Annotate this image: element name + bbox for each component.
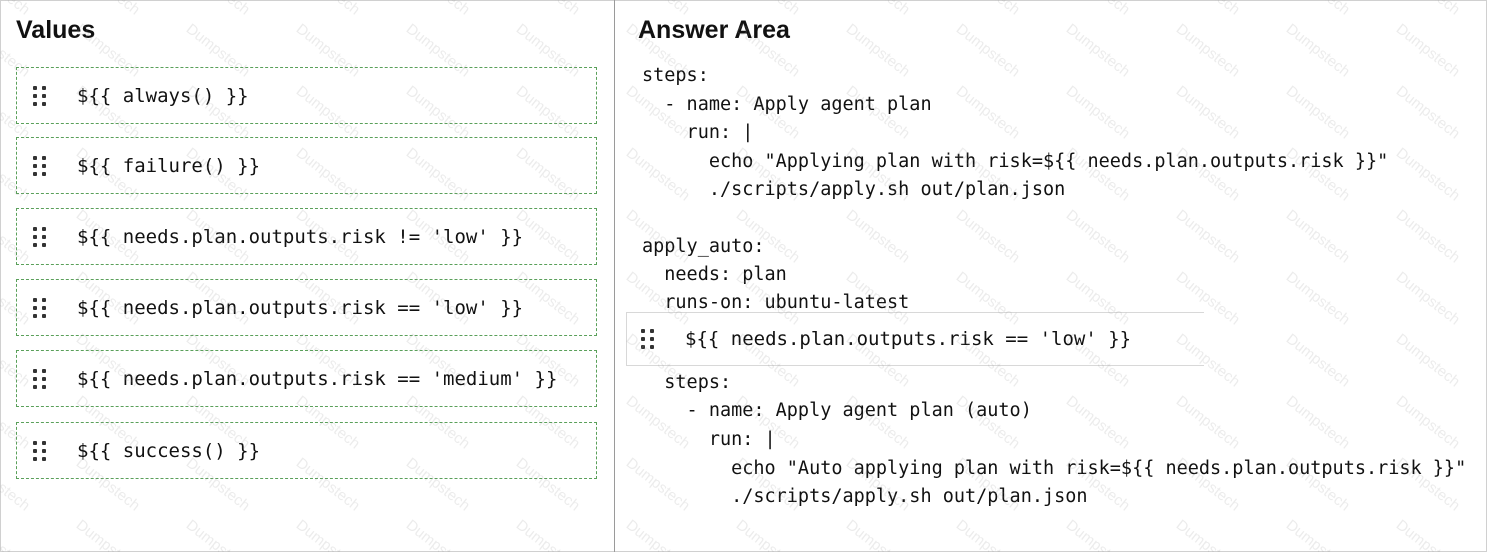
code-line: steps: <box>642 372 732 393</box>
code-line: run: | <box>642 429 776 450</box>
dropped-value-text: ${{ needs.plan.outputs.risk == 'low' }} <box>685 328 1132 350</box>
code-line: echo "Auto applying plan with risk=${{ n… <box>642 458 1467 479</box>
answer-drop-slot[interactable]: ${{ needs.plan.outputs.risk == 'low' }} <box>626 312 1204 366</box>
code-line: apply_auto: <box>642 236 765 257</box>
drag-handle-icon[interactable] <box>33 155 47 176</box>
answer-title: Answer Area <box>638 16 790 44</box>
value-risk-medium[interactable]: ${{ needs.plan.outputs.risk == 'medium' … <box>16 350 597 407</box>
drag-handle-icon[interactable] <box>33 85 47 106</box>
code-line: - name: Apply agent plan <box>642 94 932 115</box>
code-line: ./scripts/apply.sh out/plan.json <box>642 179 1066 200</box>
values-title: Values <box>16 16 96 44</box>
drag-handle-icon[interactable] <box>33 368 47 389</box>
code-line: runs-on: ubuntu-latest <box>642 292 910 313</box>
drag-handle-icon[interactable] <box>33 226 47 247</box>
value-text: ${{ needs.plan.outputs.risk != 'low' }} <box>77 225 524 248</box>
code-line: - name: Apply agent plan (auto) <box>642 400 1032 421</box>
answer-panel: Answer Area <box>614 0 1487 552</box>
value-text: ${{ failure() }} <box>77 154 261 177</box>
code-line: run: | <box>642 122 754 143</box>
code-line: echo "Applying plan with risk=${{ needs.… <box>642 151 1389 172</box>
value-failure[interactable]: ${{ failure() }} <box>16 137 597 194</box>
code-line: needs: plan <box>642 264 787 285</box>
value-always[interactable]: ${{ always() }} <box>16 67 597 124</box>
value-text: ${{ success() }} <box>77 439 261 462</box>
value-text: ${{ needs.plan.outputs.risk == 'medium' … <box>77 367 558 390</box>
drag-handle-icon[interactable] <box>33 297 47 318</box>
values-panel: Values <box>0 0 614 552</box>
drag-handle-icon[interactable] <box>641 329 655 349</box>
value-risk-low[interactable]: ${{ needs.plan.outputs.risk == 'low' }} <box>16 279 597 336</box>
code-line: steps: <box>642 65 709 86</box>
value-text: ${{ needs.plan.outputs.risk == 'low' }} <box>77 296 524 319</box>
value-risk-not-low[interactable]: ${{ needs.plan.outputs.risk != 'low' }} <box>16 208 597 265</box>
drag-handle-icon[interactable] <box>33 440 47 461</box>
value-success[interactable]: ${{ success() }} <box>16 422 597 479</box>
code-line: ./scripts/apply.sh out/plan.json <box>642 486 1088 507</box>
value-text: ${{ always() }} <box>77 84 249 107</box>
